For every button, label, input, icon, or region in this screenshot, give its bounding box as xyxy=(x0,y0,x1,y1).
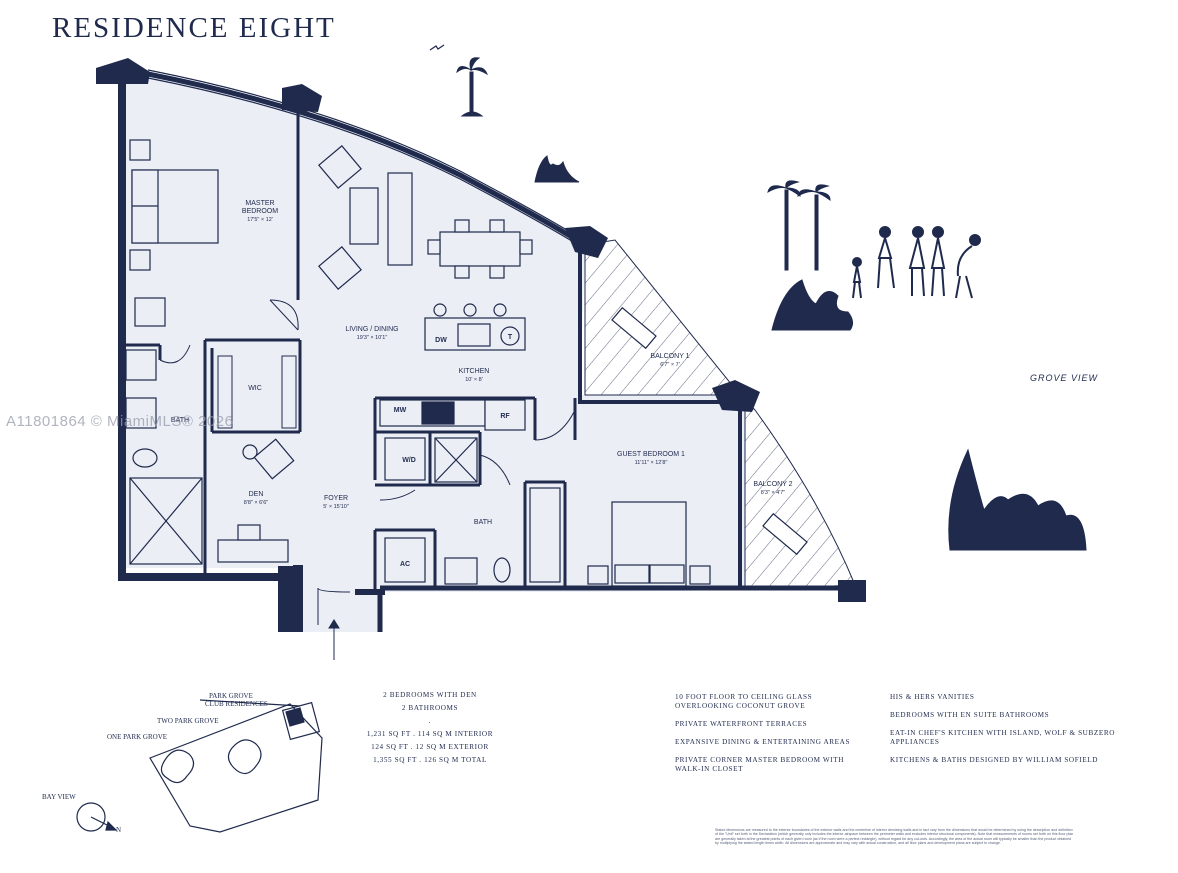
master-bath-fixtures xyxy=(125,349,203,565)
balcony2-label: BALCONY 2 xyxy=(753,481,792,488)
washer-dryer-label: W/D xyxy=(402,457,416,464)
balcony2-dims: 8'3" × 4'7" xyxy=(761,490,786,496)
door-swings xyxy=(159,299,576,660)
feature-kitchen: EAT-IN CHEF'S KITCHEN WITH ISLAND, WOLF … xyxy=(890,729,1116,746)
site-park-grove-club-1: PARK GROVE xyxy=(209,692,253,700)
feature-dining: EXPANSIVE DINING & ENTERTAINING AREAS xyxy=(675,738,851,746)
structural-columns xyxy=(96,58,866,632)
stat-interior: 1,231 SQ FT . 114 SQ M INTERIOR xyxy=(366,730,494,738)
site-two-park-grove: TWO PARK GROVE xyxy=(157,717,219,725)
balcony-loungers xyxy=(611,306,808,556)
master-bath-label: BATH xyxy=(171,417,189,424)
balcony-1-deck xyxy=(584,239,742,396)
trash-label: T xyxy=(508,334,513,341)
balcony1-label: BALCONY 1 xyxy=(650,353,689,360)
feature-designer: KITCHENS & BATHS DESIGNED BY WILLIAM SOF… xyxy=(890,756,1099,764)
watermark: A11801864 © MiamiMLS® 2026 xyxy=(6,413,234,430)
kitchen-dims: 10' × 8' xyxy=(465,377,483,383)
feature-terraces: PRIVATE WATERFRONT TERRACES xyxy=(675,720,808,728)
microwave-label: MW xyxy=(394,407,407,414)
den-label: DEN xyxy=(249,491,264,498)
stats-column: 2 BEDROOMS WITH DEN 2 BATHROOMS . 1,231 … xyxy=(362,691,498,769)
site-north: N xyxy=(116,826,121,834)
guest-bed xyxy=(587,501,711,587)
master-bedroom-label-1: MASTER xyxy=(245,200,274,207)
living-furniture xyxy=(318,145,533,351)
feature-master: PRIVATE CORNER MASTER BEDROOM WITH WALK-… xyxy=(675,756,845,773)
feature-ensuite: BEDROOMS WITH EN SUITE BATHROOMS xyxy=(890,711,1050,719)
master-bedroom-dims: 17'5" × 12' xyxy=(247,217,273,223)
wic-label: WIC xyxy=(248,385,262,392)
ac-label: AC xyxy=(400,561,410,568)
guest-bedroom-label: GUEST BEDROOM 1 xyxy=(617,451,685,458)
site-park-grove-club-2: CLUB RESIDENCES xyxy=(205,700,268,708)
feature-glass: 10 FOOT FLOOR TO CEILING GLASS OVERLOOKI… xyxy=(675,693,813,710)
kitchen-label: KITCHEN xyxy=(459,368,490,375)
kitchen-counter xyxy=(379,399,526,431)
floor-area xyxy=(120,70,745,632)
stat-total: 1,355 SQ FT . 126 SQ M TOTAL xyxy=(373,756,487,764)
foyer-label: FOYER xyxy=(324,495,348,502)
stat-separator: . xyxy=(428,717,432,725)
guest-bedroom-dims: 11'11" × 12'8" xyxy=(635,460,668,466)
dishwasher-label: DW xyxy=(435,337,447,344)
people-illustration xyxy=(852,226,981,299)
living-label: LIVING / DINING xyxy=(345,326,398,333)
master-bed xyxy=(129,139,219,327)
living-dims: 19'3" × 10'1" xyxy=(357,335,388,341)
fridge-label: RF xyxy=(500,413,510,420)
site-one-park-grove: ONE PARK GROVE xyxy=(107,733,167,741)
disclaimer: Stated dimensions are measured to the ex… xyxy=(715,828,1074,846)
bath2-fixtures xyxy=(384,437,561,585)
den-furniture xyxy=(217,438,295,563)
balcony1-dims: 6'7" × 7' xyxy=(660,362,680,368)
palm-illustrations xyxy=(429,44,1087,551)
den-dims: 8'8" × 6'6" xyxy=(244,500,269,506)
feature-vanities: HIS & HERS VANITIES xyxy=(890,693,975,701)
features-column-2: HIS & HERS VANITIES BEDROOMS WITH EN SUI… xyxy=(890,693,1165,774)
page-title: RESIDENCE EIGHT xyxy=(52,12,336,44)
stat-bedrooms: 2 BEDROOMS WITH DEN xyxy=(383,691,477,699)
foyer-dims: 5' × 15'10" xyxy=(323,504,349,510)
features-column-1: 10 FOOT FLOOR TO CEILING GLASS OVERLOOKI… xyxy=(675,693,870,783)
interior-walls xyxy=(122,110,577,590)
master-bedroom-label-2: BEDROOM xyxy=(242,208,278,215)
bath2-label: BATH xyxy=(474,519,492,526)
site-plan xyxy=(76,699,323,833)
stat-exterior: 124 SQ FT . 12 SQ M EXTERIOR xyxy=(371,743,489,751)
grove-view-label: GROVE VIEW xyxy=(1030,373,1099,383)
walk-in-closet xyxy=(217,355,297,429)
stat-bathrooms: 2 BATHROOMS xyxy=(401,704,459,712)
site-bay-view: BAY VIEW xyxy=(42,793,76,801)
